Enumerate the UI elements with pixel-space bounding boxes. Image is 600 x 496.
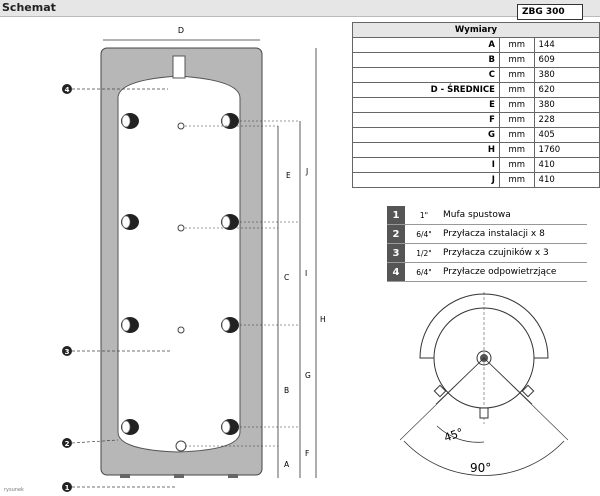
angle-45-label: 45° <box>442 426 465 445</box>
angle-90-label: 90° <box>470 461 491 475</box>
vent-pipe <box>172 55 186 79</box>
legend-row: 2 6/4" Przyłacza instalacji x 8 <box>387 225 587 244</box>
dim-label-e: E <box>286 171 291 180</box>
dim-label-b: B <box>284 386 289 395</box>
header-bar: Schemat <box>0 0 600 17</box>
legend-description: Przyłacza czujników x 3 <box>443 248 549 258</box>
dim-label-j: J <box>305 167 308 176</box>
sensor-icon <box>177 326 185 334</box>
callout-4: 4 <box>62 84 72 94</box>
drain-icon <box>175 440 187 452</box>
model-name: ZBG 300 <box>517 4 583 20</box>
dim-label-a: A <box>284 460 290 469</box>
dim-label-g: G <box>305 371 311 380</box>
legend-row: 3 1/2" Przyłacza czujników x 3 <box>387 244 587 263</box>
callout-2: 2 <box>62 438 72 448</box>
tank-foot <box>228 474 238 478</box>
callout-3: 3 <box>62 346 72 356</box>
legend-size: 6/4" <box>416 229 432 239</box>
legend-description: Przyłacza instalacji x 8 <box>443 229 545 239</box>
legend-number: 2 <box>387 225 405 243</box>
legend-number: 1 <box>387 206 405 224</box>
legend-size: 6/4" <box>416 267 432 277</box>
footnote: rysunek <box>4 487 24 493</box>
legend-number: 3 <box>387 244 405 262</box>
callout-number: 2 <box>65 440 70 448</box>
callout-number: 4 <box>65 86 70 94</box>
callout-number: 1 <box>65 484 70 492</box>
dim-label-i: I <box>305 269 307 278</box>
legend-row: 1 1" Mufa spustowa <box>387 206 587 225</box>
legend-number: 4 <box>387 263 405 281</box>
callout-1: 1 <box>62 482 72 492</box>
tank-foot <box>174 474 184 478</box>
legend-description: Mufa spustowa <box>443 210 511 220</box>
sensor-points <box>177 122 185 334</box>
dim-label-c: C <box>284 273 289 282</box>
dim-label-d: D <box>178 26 184 35</box>
tank-foot <box>120 474 130 478</box>
inner-tank <box>117 75 241 453</box>
dim-value: 410 <box>533 172 600 188</box>
legend-description: Przyłacze odpowietrzjące <box>443 267 557 277</box>
dim-label-h: H <box>320 315 326 324</box>
connections-legend: 1 1" Mufa spustowa 2 6/4" Przyłacza instalac… <box>387 206 587 282</box>
sensor-icon <box>177 122 185 130</box>
section-title: Schemat <box>2 1 56 14</box>
callout-number: 3 <box>65 348 70 356</box>
top-view: 45° 90° <box>399 292 569 476</box>
sensor-icon <box>177 224 185 232</box>
dim-label-f: F <box>305 449 309 458</box>
legend-size: 1/2" <box>416 248 432 258</box>
table-title: Wymiary <box>352 22 600 38</box>
dim-label: J <box>352 172 500 188</box>
legend-size: 1" <box>419 210 429 220</box>
legend-row: 4 6/4" Przyłacze odpowietrzjące <box>387 263 587 282</box>
table-header-row: Wymiary <box>352 22 600 38</box>
